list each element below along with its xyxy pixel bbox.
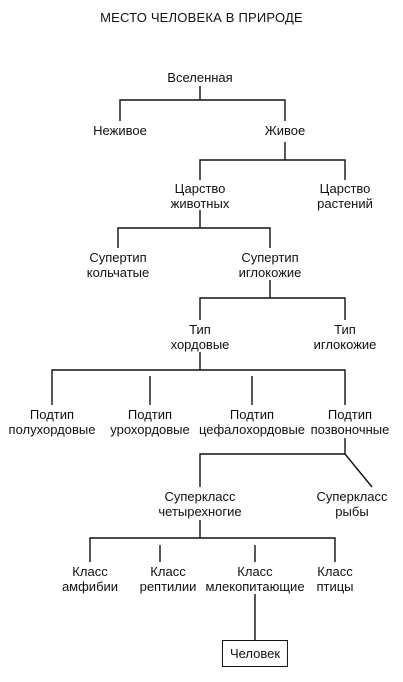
- node-type-echinoderms: Тип иглокожие: [313, 322, 377, 352]
- node-living: Живое: [264, 123, 306, 138]
- node-subtype-vertebrates: Подтип позвоночные: [310, 407, 390, 437]
- edge-supertype: [199, 280, 346, 320]
- node-human: Человек: [221, 640, 289, 667]
- edge-subtype: [199, 438, 373, 488]
- diagram-title: МЕСТО ЧЕЛОВЕКА В ПРИРОДЕ: [100, 10, 303, 25]
- node-class-amphibians: Класс амфибии: [61, 564, 119, 594]
- node-class-reptiles: Класс рептилии: [139, 564, 197, 594]
- node-supertype-spiny: Супертип иглокожие: [238, 250, 302, 280]
- edge-living: [199, 142, 346, 180]
- node-nonliving: Неживое: [93, 123, 147, 138]
- node-class-birds: Класс птицы: [316, 564, 354, 594]
- node-supertype-annelids: Супертип кольчатые: [86, 250, 150, 280]
- node-superclass-fish: Суперкласс рыбы: [316, 489, 388, 519]
- node-class-mammals: Класс млекопитающие: [205, 564, 305, 594]
- node-universe: Вселенная: [167, 70, 233, 85]
- node-subtype-cephalochordates: Подтип цефалохордовые: [198, 407, 306, 437]
- edge-superclass: [89, 520, 336, 562]
- edge-universe: [119, 86, 286, 121]
- node-subtype-hemichordates: Подтип полухордовые: [8, 407, 96, 437]
- node-superclass-tetrapods: Суперкласс четырехногие: [158, 489, 242, 519]
- node-subtype-urochordates: Подтип урохордовые: [110, 407, 190, 437]
- node-kingdom-plants: Царство растений: [317, 181, 373, 211]
- node-kingdom-animals: Царство животных: [170, 181, 230, 211]
- edge-kingdom: [117, 210, 271, 248]
- edge-type: [51, 352, 346, 405]
- node-type-chordates: Тип хордовые: [170, 322, 230, 352]
